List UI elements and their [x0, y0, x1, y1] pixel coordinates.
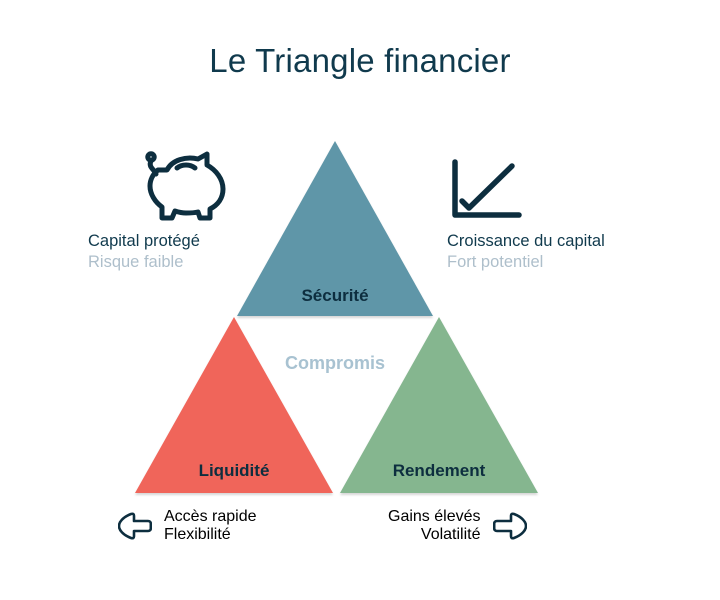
triangle-rendement-label: Rendement [392, 461, 486, 480]
corner-bottom-left-primary: Accès rapide [164, 508, 257, 525]
arrow-right-icon [492, 509, 527, 543]
center-compromis-label: Compromis [284, 353, 385, 373]
corner-top-right-secondary: Fort potentiel [447, 253, 544, 272]
arrow-left-icon [118, 509, 152, 543]
growth-chart-icon [449, 158, 525, 224]
corner-top-right: Croissance du capital Fort potentiel [447, 231, 605, 273]
corner-bottom-left: Accès rapide Flexibilité [118, 508, 257, 544]
triangle-rendement [340, 317, 538, 493]
corner-bottom-right: Gains élevés Volatilité [388, 508, 527, 544]
triangle-securite [237, 141, 433, 316]
triangle-liquidite [135, 317, 333, 493]
corner-top-left: Capital protégé Risque faible [88, 231, 200, 273]
corner-top-right-primary: Croissance du capital [447, 232, 605, 250]
corner-top-left-secondary: Risque faible [88, 253, 184, 272]
page-title: Le Triangle financier [209, 42, 511, 79]
corner-bottom-left-secondary: Flexibilité [164, 526, 231, 543]
corner-bottom-right-secondary: Volatilité [420, 526, 481, 543]
piggy-bank-icon [136, 148, 232, 224]
triangle-liquidite-label: Liquidité [198, 461, 270, 480]
corner-bottom-right-primary: Gains élevés [388, 508, 481, 525]
triangle-securite-label: Sécurité [301, 286, 369, 305]
corner-top-left-primary: Capital protégé [88, 232, 200, 250]
